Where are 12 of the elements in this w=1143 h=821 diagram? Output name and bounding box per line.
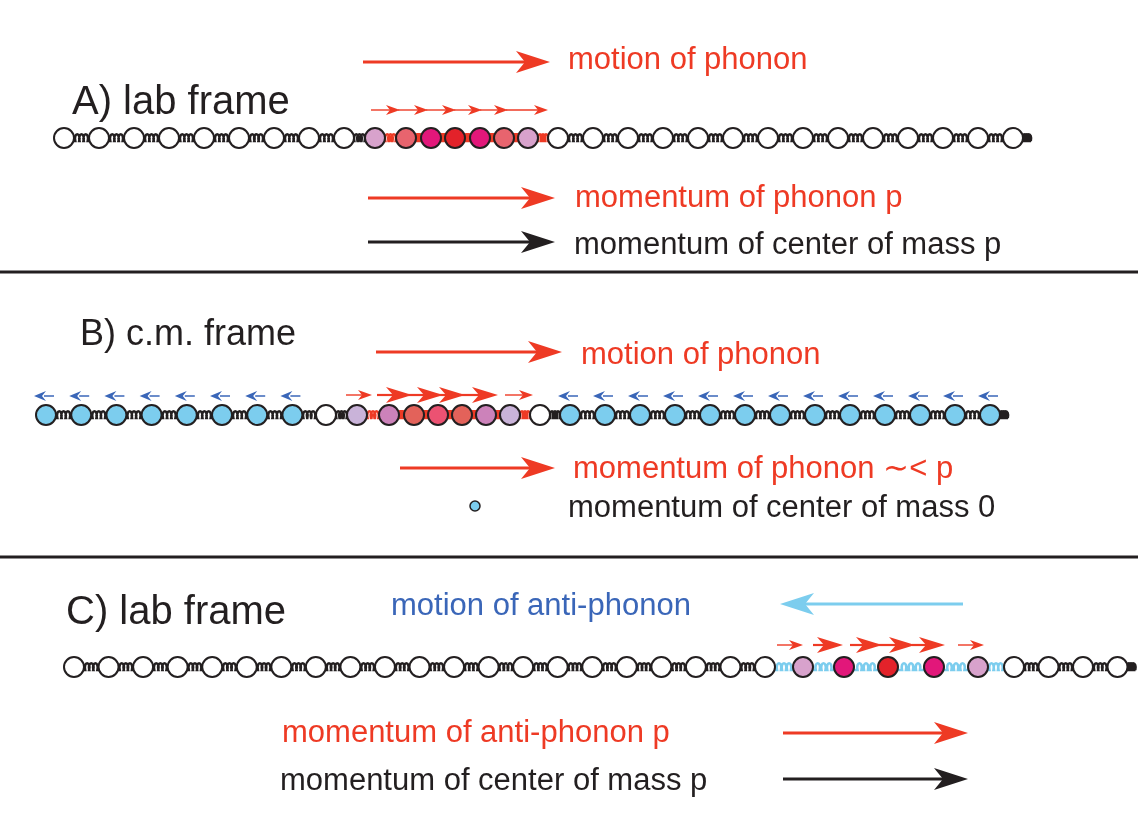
panel-title: C) lab frame [66, 590, 287, 630]
panel-title: B) c.m. frame [80, 315, 297, 351]
arrow-label: momentum of center of mass p [574, 227, 1002, 259]
arrow-label: momentum of center of mass 0 [568, 490, 996, 522]
arrow-label: motion of anti-phonon [391, 588, 691, 620]
arrow-label: momentum of center of mass p [280, 763, 708, 795]
arrow-label: momentum of phonon p [575, 180, 903, 212]
panel-title: A) lab frame [72, 80, 290, 120]
arrow-label: momentum of phonon ∼< p [573, 451, 954, 483]
arrow-label: motion of phonon [581, 337, 821, 369]
arrow-label: motion of phonon [568, 42, 808, 74]
arrow-label: momentum of anti-phonon p [282, 715, 670, 747]
